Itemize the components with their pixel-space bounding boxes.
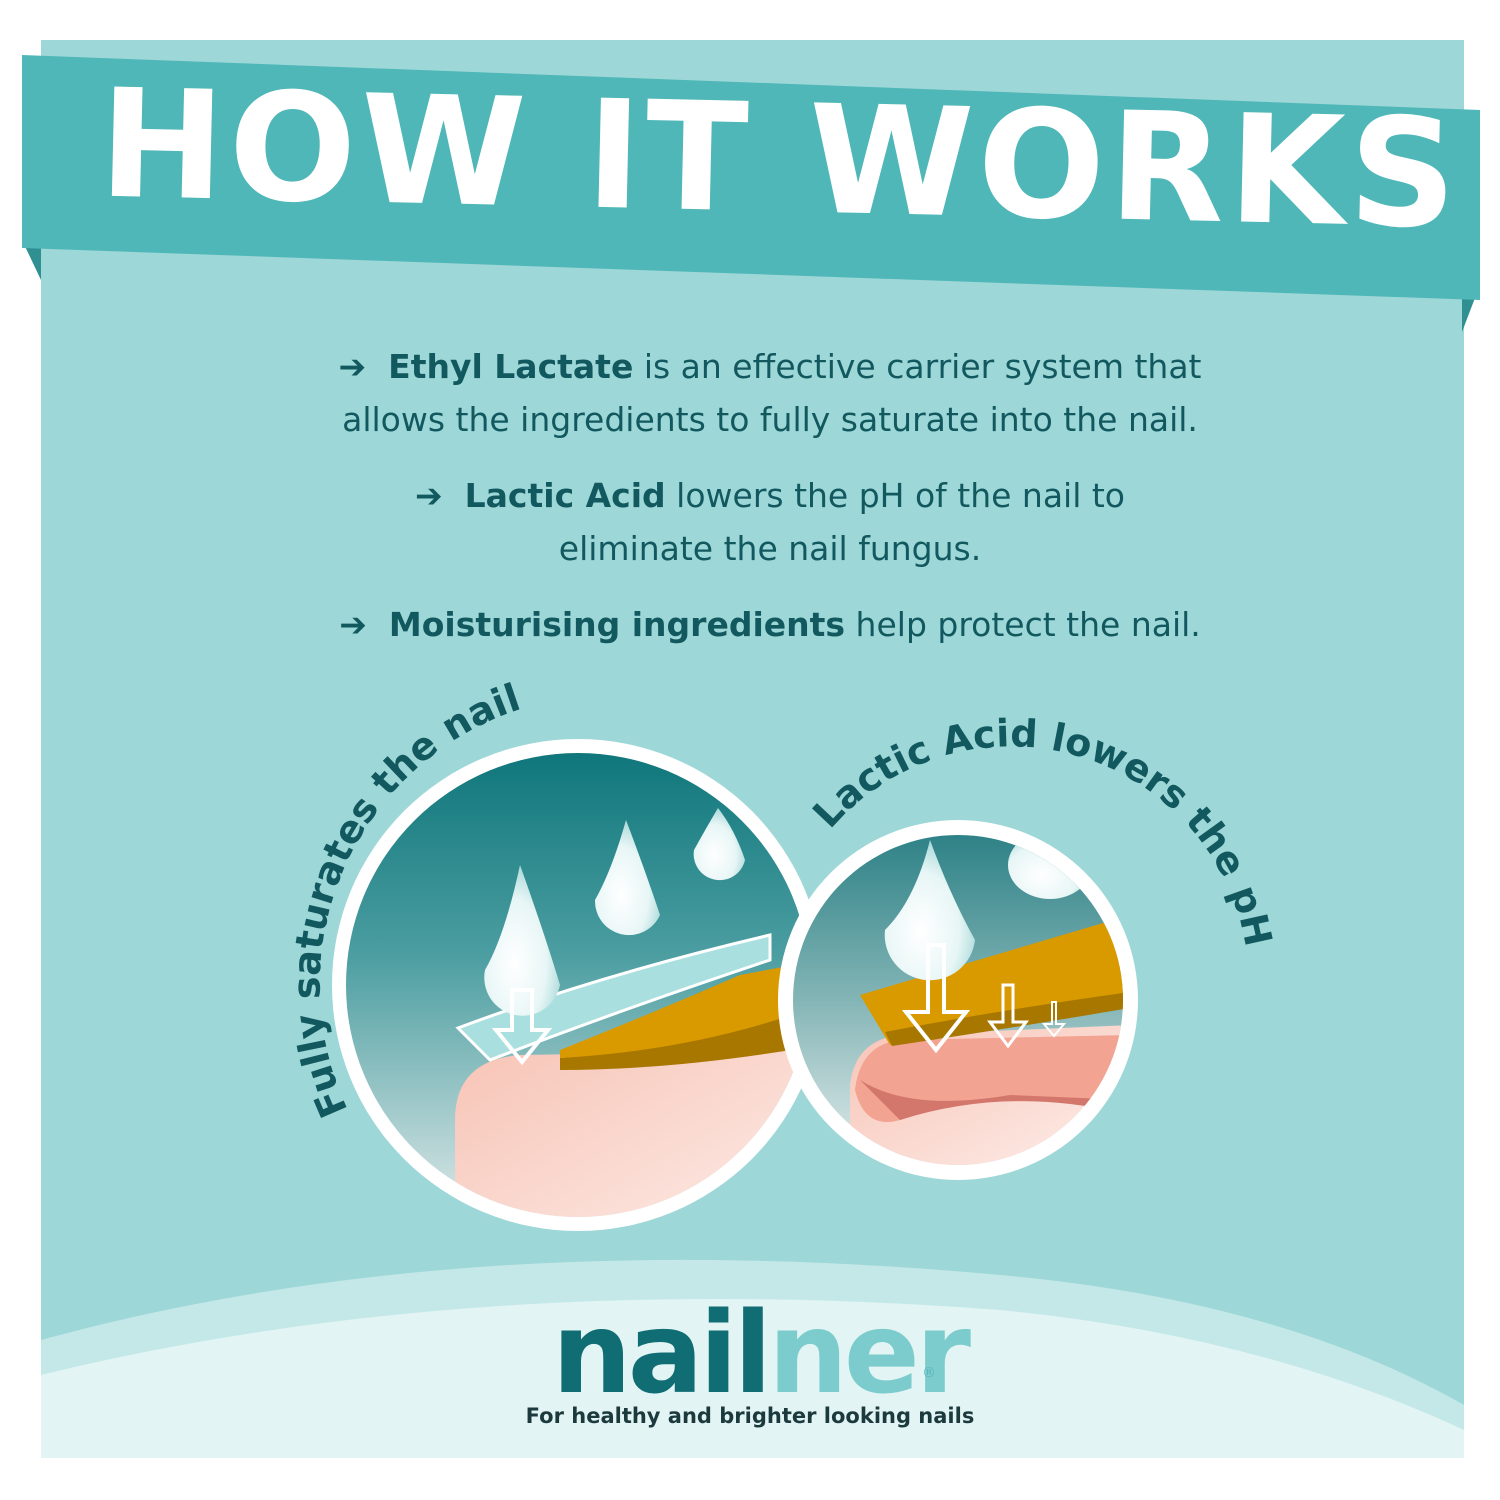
arrow-right-icon: ➔ (339, 605, 367, 644)
down-arrow-icon (901, 943, 971, 1054)
bullet-text: is an effective carrier system that (633, 347, 1202, 386)
logo-part-dark: nail (552, 1289, 772, 1419)
nail-plate (560, 960, 810, 1058)
bullet-text: help protect the nail. (845, 605, 1201, 644)
arrow-right-icon: ➔ (338, 347, 367, 386)
bullet-ethyl-lactate: ➔ Ethyl Lactate is an effective carrier s… (200, 340, 1340, 446)
droplet-icon (693, 808, 745, 881)
down-arrow-icon (491, 988, 553, 1066)
droplet-icon (884, 840, 975, 981)
bullet-bold: Lactic Acid (464, 476, 666, 515)
bullet-bold: Ethyl Lactate (388, 347, 634, 386)
bullet-text: lowers the pH of the nail to (665, 476, 1125, 515)
bullet-moisturising: ➔ Moisturising ingredients help protect t… (200, 598, 1340, 651)
down-arrow-icon (1041, 1001, 1067, 1038)
arrow-right-icon: ➔ (414, 476, 443, 515)
droplet-icon (484, 865, 560, 1016)
droplet-icon (594, 820, 660, 936)
down-arrow-icon (987, 983, 1029, 1049)
brand-tagline: For healthy and brighter looking nails (525, 1404, 975, 1428)
banner-fold-right (1462, 290, 1478, 332)
banner-ribbon (22, 55, 1480, 300)
bullet-text-line2: allows the ingredients to fully saturate… (342, 400, 1198, 439)
registered-mark: ® (922, 1365, 936, 1381)
banner-fold-left (22, 240, 41, 280)
bullet-text-line2: eliminate the nail fungus. (558, 529, 982, 568)
bullet-lactic-acid: ➔ Lactic Acid lowers the pH of the nail t… (200, 469, 1340, 575)
bullet-bold: Moisturising ingredients (388, 605, 846, 644)
logo-part-light: ner (768, 1289, 971, 1419)
brand-logo: nailner (552, 1298, 971, 1410)
